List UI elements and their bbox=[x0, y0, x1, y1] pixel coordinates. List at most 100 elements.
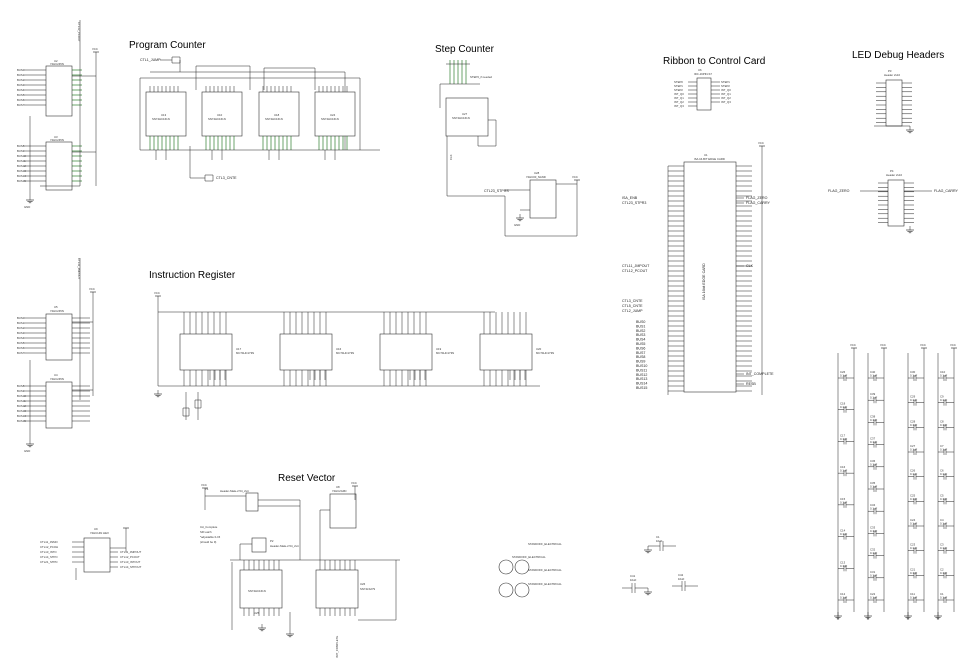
cap-value: 0.1uF bbox=[870, 440, 877, 444]
svg-text:VCC: VCC bbox=[950, 343, 956, 347]
bus-label: BUS12 bbox=[17, 404, 26, 408]
program-counter-block: CTL1_JUMP U13 SN74HC161N U10 SN74HC161N … bbox=[139, 56, 380, 182]
svg-text:P2: P2 bbox=[270, 539, 274, 543]
bus-label: BUS1 bbox=[17, 73, 25, 77]
cap-label: C11 bbox=[910, 592, 915, 596]
bus-label: BUS4 bbox=[17, 88, 25, 92]
bus-label: BUS11 bbox=[17, 399, 26, 403]
cap-value: 0.1uF bbox=[870, 573, 877, 577]
isa-bus-port: BUS8 bbox=[636, 355, 645, 359]
isa-left-port: CTL3_CNTE bbox=[622, 299, 643, 303]
svg-text:ISA 16-BIT EDGE CARD: ISA 16-BIT EDGE CARD bbox=[694, 157, 725, 161]
cap-value: 0.1uF bbox=[840, 500, 847, 504]
ribbon-port-label: STEP0 bbox=[674, 80, 683, 84]
svg-text:VCC: VCC bbox=[351, 481, 357, 485]
cap-label: C10 bbox=[940, 370, 946, 374]
bus-label: BUS8 bbox=[17, 144, 25, 148]
hex-inverter-block: U9 74HC14N HEX CTL11_JNMOCTL12_PCOHCTL13… bbox=[40, 527, 142, 580]
svg-text:SN74HC161N: SN74HC161N bbox=[265, 117, 283, 121]
cap-label: C13 bbox=[840, 560, 846, 564]
ribbon-port-label: STEP2 bbox=[674, 88, 683, 92]
cap-value: 0.1uF bbox=[910, 596, 917, 600]
chip-p1 bbox=[245, 492, 259, 512]
chip-u9 bbox=[83, 537, 111, 573]
svg-text:GND: GND bbox=[24, 449, 30, 453]
ribbon-port-label: STEP1 bbox=[674, 84, 683, 88]
bus-label: BUS15 bbox=[17, 419, 26, 423]
led-debug-headers: P3 Header 2x10 P4 Header 2x10 FLAG_ZERO … bbox=[828, 69, 959, 234]
title-instruction-register: Instruction Register bbox=[149, 270, 236, 281]
isa-bus-port: BUS12 bbox=[636, 373, 647, 377]
isa-bus-port: BUS15 bbox=[636, 386, 647, 390]
svg-text:VCC: VCC bbox=[92, 47, 98, 51]
chip-u8 bbox=[329, 493, 357, 529]
isa-left-port: CTL11_JMPOUT bbox=[622, 264, 650, 268]
cap-value: 0.1uF bbox=[940, 596, 947, 600]
isa-bus-port: BUS4 bbox=[636, 338, 645, 342]
cap-label: C28 bbox=[910, 419, 916, 423]
chip-p4 bbox=[887, 179, 905, 227]
cap-label: C26 bbox=[910, 469, 916, 473]
cap-value: 0.1uF bbox=[940, 571, 947, 575]
cap-value: 0.1uF bbox=[840, 469, 847, 473]
cap-value: 0.1uF bbox=[940, 522, 947, 526]
chip-u6 bbox=[696, 77, 712, 111]
bus-label: BUS14 bbox=[17, 414, 26, 418]
svg-text:U10: U10 bbox=[217, 113, 223, 117]
svg-text:MC74HC173N: MC74HC173N bbox=[436, 351, 454, 355]
step-counter-block: STEP3_if needed U27 SN74HC161N CLK U28 7… bbox=[439, 60, 581, 237]
ribbon-block: U6 IDC-16PIN-S7 STEP0STEP1STEP2INT_Q0INT… bbox=[674, 68, 731, 111]
chip-u1 bbox=[683, 161, 737, 393]
ribbon-port-label: STEP1 bbox=[721, 80, 730, 84]
svg-text:CTL12_PCOUT: CTL12_PCOUT bbox=[77, 22, 81, 42]
cap-value: 0.1uF bbox=[840, 374, 847, 378]
svg-text:10uF: 10uF bbox=[678, 577, 685, 581]
cap-label: C27 bbox=[910, 444, 916, 448]
bus-label: BUS3 bbox=[17, 83, 25, 87]
svg-text:CTL23_STPRS: CTL23_STPRS bbox=[484, 189, 509, 193]
bus-label: BUS6 bbox=[17, 98, 25, 102]
ribbon-port-label: INT_Q0 bbox=[721, 88, 731, 92]
svg-text:P4: P4 bbox=[890, 169, 894, 173]
bus-label: BUS10 bbox=[17, 394, 26, 398]
title-ribbon: Ribbon to Control Card bbox=[663, 56, 765, 67]
cap-value: 0.1uF bbox=[840, 532, 847, 536]
svg-text:VCC: VCC bbox=[89, 287, 95, 291]
svg-text:VCC: VCC bbox=[880, 343, 886, 347]
cap-label: C17 bbox=[840, 433, 846, 437]
cap-label: C2 bbox=[940, 567, 944, 571]
cap-value: 0.1uF bbox=[870, 418, 877, 422]
cap-label: C21 bbox=[910, 567, 916, 571]
svg-text:U24: U24 bbox=[330, 113, 336, 117]
isa-left-port: CTL12_PCOUT bbox=[622, 269, 648, 273]
svg-text:U16: U16 bbox=[336, 347, 342, 351]
svg-text:U6: U6 bbox=[698, 68, 702, 72]
cap-value: 0.1uF bbox=[870, 396, 877, 400]
cap-value: 0.1uF bbox=[840, 405, 847, 409]
cap-label: C33 bbox=[870, 525, 876, 529]
standoff-3 bbox=[498, 582, 514, 598]
svg-text:STANDOFF_ELECTRICAL: STANDOFF_ELECTRICAL bbox=[528, 542, 562, 546]
cap-value: 0.1uF bbox=[840, 596, 847, 600]
svg-text:U25: U25 bbox=[254, 611, 260, 615]
cap-value: 0.1uF bbox=[870, 507, 877, 511]
isa-bus-port: BUS6 bbox=[636, 346, 645, 350]
svg-text:74HC245N: 74HC245N bbox=[50, 138, 64, 142]
bus-label: BUS3 bbox=[17, 331, 25, 335]
bus-label: BUS0 bbox=[17, 68, 25, 72]
cap-value: 0.1uF bbox=[870, 551, 877, 555]
svg-text:74HC245N: 74HC245N bbox=[50, 309, 64, 313]
chip-u27 bbox=[445, 97, 489, 137]
svg-text:FLAG_ZERO: FLAG_ZERO bbox=[828, 189, 850, 193]
svg-text:MC74HC173N: MC74HC173N bbox=[536, 351, 554, 355]
hex-out-port: CTL13_INTOUT bbox=[120, 560, 141, 564]
cap-label: C1 bbox=[940, 592, 944, 596]
ribbon-port-label: INT_Q0 bbox=[674, 92, 684, 96]
isa-right-port: RESB bbox=[746, 382, 756, 386]
cap-value: 0.1uF bbox=[910, 472, 917, 476]
cap-value: 0.1uF bbox=[940, 374, 947, 378]
hex-in-port: CTL13_INTO bbox=[40, 550, 57, 554]
cap-label: C7 bbox=[940, 444, 944, 448]
cap-label: C29 bbox=[910, 395, 916, 399]
cap-label: C3 bbox=[940, 543, 944, 547]
